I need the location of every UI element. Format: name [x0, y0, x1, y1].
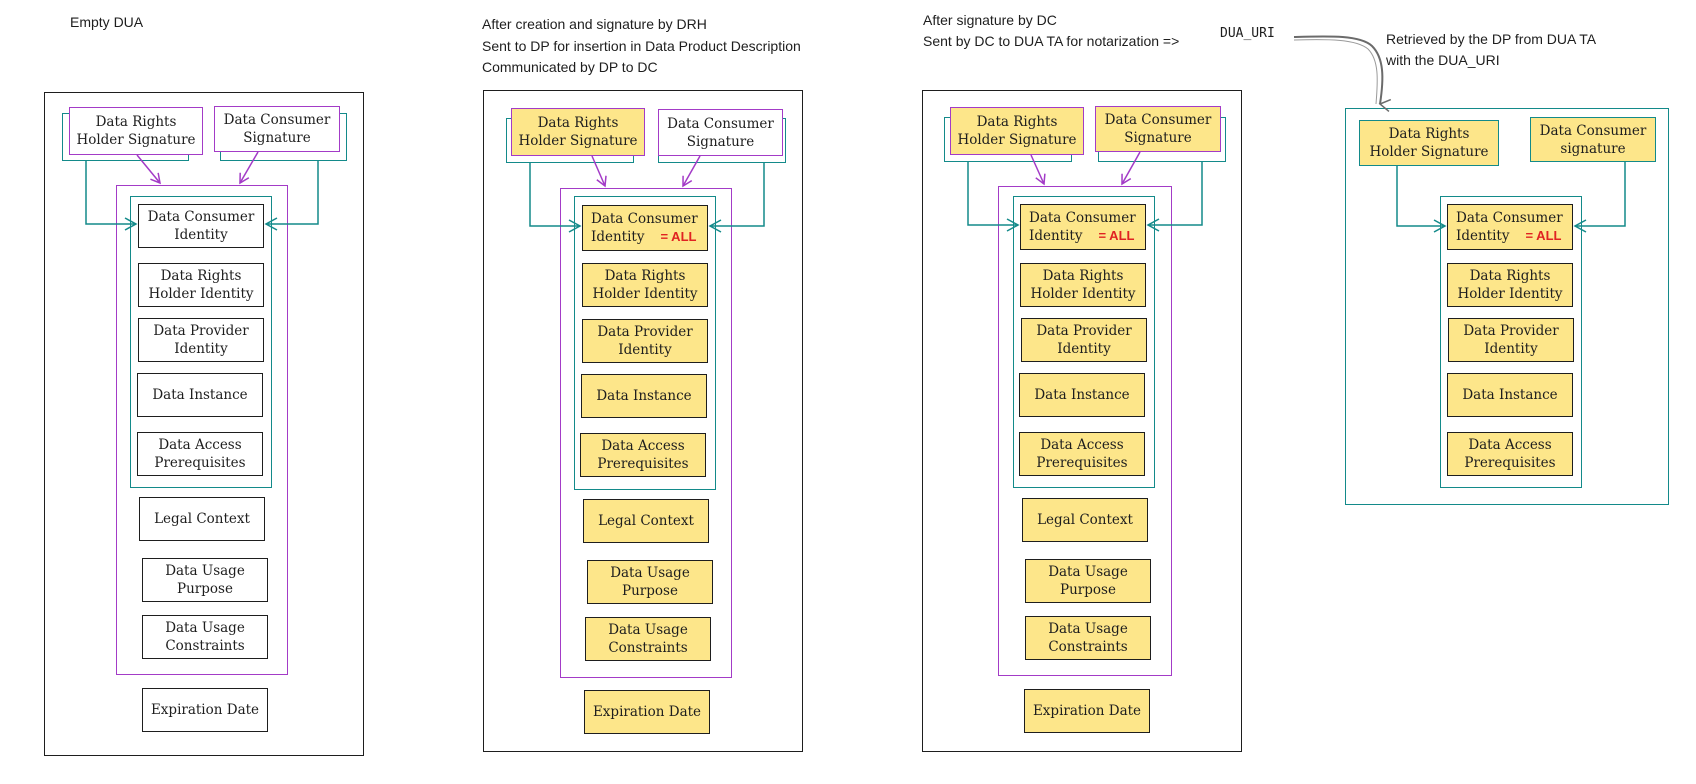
- panel4-all-tag: = ALL: [1525, 228, 1562, 243]
- panel3-identity-scope: [1013, 196, 1155, 488]
- panel4-data-instance: Data Instance: [1447, 373, 1573, 417]
- panel1-expiration-date: Expiration Date: [142, 688, 268, 732]
- panel3-expiration-date: Expiration Date: [1024, 689, 1150, 733]
- panel3-legal-context: Legal Context: [1022, 498, 1148, 542]
- panel2-caption-line2: Sent to DP for insertion in Data Product…: [482, 38, 801, 54]
- panel1-frame: [44, 92, 364, 756]
- panel2-all-tag: = ALL: [660, 229, 697, 244]
- panel3-data-instance: Data Instance: [1019, 373, 1145, 417]
- panel2-legal-context: Legal Context: [583, 499, 709, 543]
- panel1-data-instance: Data Instance: [137, 373, 263, 417]
- panel1-caption: Empty DUA: [70, 14, 144, 30]
- panel2-caption-line1: After creation and signature by DRH: [482, 16, 707, 32]
- panel1-signed-scope: [116, 185, 288, 675]
- panel1-identity-scope: [130, 196, 272, 488]
- panel4-frame: [1345, 108, 1669, 505]
- panel3-frame: [922, 90, 1242, 752]
- panel3-all-tag: = ALL: [1098, 228, 1135, 243]
- panel3-caption-line1: After signature by DC: [923, 12, 1057, 28]
- panel4-caption-line2: with the DUA_URI: [1386, 52, 1500, 68]
- panel2-signed-scope: [560, 188, 732, 678]
- panel1-legal-context: Legal Context: [139, 497, 265, 541]
- panel2-frame: [483, 90, 803, 752]
- panel3-data-consumer-identity: Data Consumer Identity= ALL: [1020, 204, 1146, 250]
- panel2-identity-scope: [574, 196, 716, 490]
- panel4-identity-scope: [1440, 196, 1582, 488]
- dua-uri-label: DUA_URI: [1220, 26, 1275, 41]
- panel4-caption-line1: Retrieved by the DP from DUA TA: [1386, 31, 1597, 47]
- panel2-caption-line3: Communicated by DP to DC: [482, 59, 658, 75]
- dua-uri-retrieval-arrow: [1293, 35, 1392, 113]
- panel2-expiration-date: Expiration Date: [584, 690, 710, 734]
- panel4-data-consumer-identity: Data Consumer Identity= ALL: [1447, 204, 1573, 250]
- panel3-signed-scope: [998, 186, 1172, 676]
- panel2-data-consumer-identity: Data Consumer Identity= ALL: [582, 205, 708, 251]
- panel2-data-instance: Data Instance: [581, 374, 707, 418]
- panel3-caption-line2: Sent by DC to DUA TA for notarization =>: [923, 33, 1180, 49]
